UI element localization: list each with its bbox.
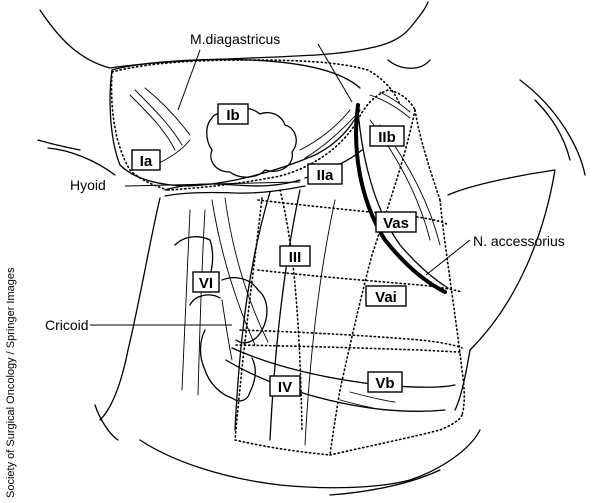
svg-text:IV: IV — [278, 379, 292, 396]
svg-text:Ib: Ib — [226, 107, 239, 124]
level-VI: VI — [193, 272, 219, 292]
svg-text:Vb: Vb — [375, 375, 394, 392]
level-Ia: Ia — [132, 150, 160, 170]
svg-text:Vas: Vas — [383, 215, 409, 232]
label-cricoid: Cricoid — [45, 317, 89, 333]
label-hyoid: Hyoid — [70, 177, 106, 193]
svg-text:VI: VI — [199, 275, 213, 292]
svg-text:IIa: IIa — [317, 167, 334, 184]
image-credit: Society of Surgical Oncology / Springer … — [5, 267, 17, 498]
larynx-thyroid — [175, 198, 268, 401]
level-IV: IV — [270, 376, 300, 396]
level-IIa: IIa — [308, 164, 342, 184]
clavicle-lines — [226, 348, 455, 411]
level-Vb: Vb — [368, 372, 402, 392]
level-III: III — [280, 246, 310, 266]
svg-text:IIb: IIb — [378, 129, 396, 146]
level-Vas: Vas — [376, 212, 416, 232]
level-Vai: Vai — [366, 286, 406, 306]
svg-text:III: III — [289, 249, 302, 266]
level-Ib: Ib — [218, 104, 248, 124]
level-IIb: IIb — [370, 126, 404, 146]
svg-text:Ia: Ia — [140, 153, 153, 170]
svg-text:Vai: Vai — [375, 289, 397, 306]
label-n-accessorius: N. accessorius — [473, 233, 565, 249]
label-m-diagastricus: M.diagastricus — [190, 31, 280, 47]
